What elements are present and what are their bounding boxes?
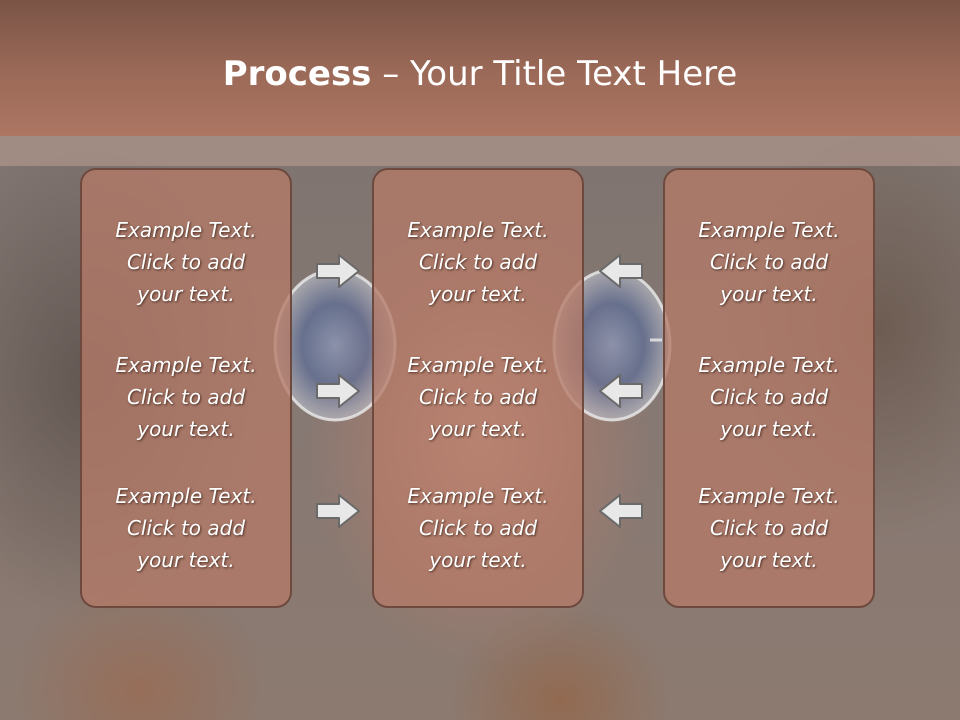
panel-text-block[interactable]: Example Text. Click to add your text.	[82, 214, 290, 310]
panel-text-block[interactable]: Example Text. Click to add your text.	[82, 480, 290, 576]
arrow-left-icon[interactable]	[598, 493, 644, 529]
text-line: your text.	[429, 417, 527, 441]
text-line: your text.	[429, 282, 527, 306]
text-line: Example Text.	[698, 484, 840, 508]
panel-text-block[interactable]: Example Text. Click to add your text.	[374, 480, 582, 576]
process-panel-center[interactable]: Example Text. Click to add your text. Ex…	[372, 168, 584, 608]
arrow-right-icon[interactable]	[315, 253, 361, 289]
arrow-right-icon[interactable]	[315, 493, 361, 529]
title-bar-underline-strip	[0, 136, 960, 166]
panel-text-block[interactable]: Example Text. Click to add your text.	[665, 480, 873, 576]
text-line: your text.	[720, 282, 818, 306]
panel-text-block[interactable]: Example Text. Click to add your text.	[374, 214, 582, 310]
slide-title[interactable]: Process – Your Title Text Here	[0, 52, 960, 96]
text-line: Click to add	[418, 516, 538, 540]
panel-text-block[interactable]: Example Text. Click to add your text.	[374, 349, 582, 445]
panel-text-block[interactable]: Example Text. Click to add your text.	[82, 349, 290, 445]
text-line: Click to add	[126, 516, 246, 540]
panel-text-block[interactable]: Example Text. Click to add your text.	[665, 349, 873, 445]
process-panel-left[interactable]: Example Text. Click to add your text. Ex…	[80, 168, 292, 608]
text-line: Click to add	[709, 385, 829, 409]
text-line: Click to add	[418, 385, 538, 409]
text-line: Example Text.	[115, 218, 257, 242]
text-line: Click to add	[709, 250, 829, 274]
text-line: Example Text.	[115, 484, 257, 508]
text-line: Click to add	[126, 250, 246, 274]
text-line: Example Text.	[407, 218, 549, 242]
text-line: Click to add	[709, 516, 829, 540]
arrow-left-icon[interactable]	[598, 373, 644, 409]
text-line: Example Text.	[407, 353, 549, 377]
text-line: Example Text.	[698, 218, 840, 242]
title-bar	[0, 0, 960, 136]
process-panel-right[interactable]: Example Text. Click to add your text. Ex…	[663, 168, 875, 608]
title-bold-text: Process	[222, 54, 372, 94]
text-line: your text.	[429, 548, 527, 572]
title-rest-text: – Your Title Text Here	[371, 54, 738, 94]
text-line: your text.	[720, 417, 818, 441]
text-line: Example Text.	[698, 353, 840, 377]
text-line: your text.	[720, 548, 818, 572]
text-line: Click to add	[126, 385, 246, 409]
arrow-left-icon[interactable]	[598, 253, 644, 289]
text-line: Example Text.	[115, 353, 257, 377]
text-line: your text.	[137, 282, 235, 306]
text-line: Click to add	[418, 250, 538, 274]
arrow-right-icon[interactable]	[315, 373, 361, 409]
text-line: Example Text.	[407, 484, 549, 508]
text-line: your text.	[137, 548, 235, 572]
panel-text-block[interactable]: Example Text. Click to add your text.	[665, 214, 873, 310]
text-line: your text.	[137, 417, 235, 441]
